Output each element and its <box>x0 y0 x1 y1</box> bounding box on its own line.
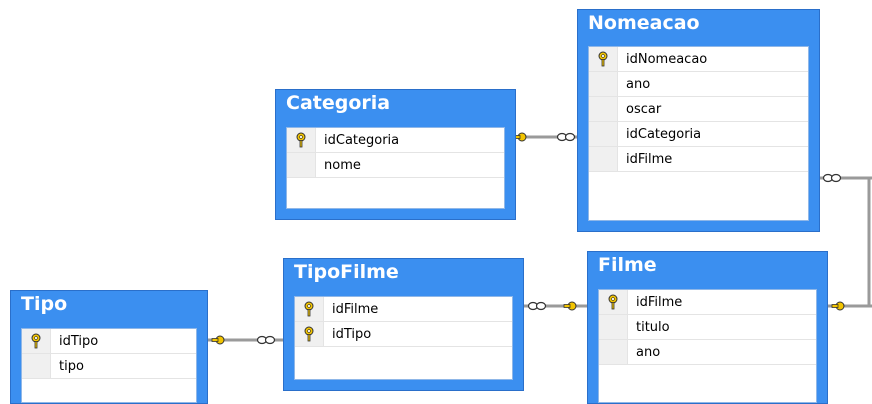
table-title: Tipo <box>21 293 68 315</box>
column-name: titulo <box>636 319 670 335</box>
many-end-infinity-icon <box>556 132 576 142</box>
column-row[interactable]: idFilme <box>295 297 512 322</box>
row-gutter <box>589 147 618 171</box>
column-row[interactable]: idFilme <box>589 147 808 172</box>
relationship-filme-tipofilme[interactable] <box>523 301 587 311</box>
row-gutter <box>589 122 618 146</box>
relationship-tipo-tipofilme[interactable] <box>206 335 283 345</box>
column-list: idTipo tipo <box>21 328 197 403</box>
one-end-key-icon <box>831 301 845 311</box>
primary-key-marker <box>295 297 324 321</box>
row-gutter <box>22 354 51 378</box>
primary-key-marker <box>22 329 51 353</box>
row-gutter <box>589 72 618 96</box>
column-row[interactable]: idCategoria <box>287 128 504 153</box>
primary-key-marker <box>287 128 316 152</box>
many-end-infinity-icon <box>822 173 842 183</box>
table-nomeacao[interactable]: Nomeacao idNomeacao ano oscar <box>577 9 820 232</box>
table-title: Categoria <box>286 92 391 114</box>
column-row[interactable]: nome <box>287 153 504 178</box>
row-gutter <box>589 97 618 121</box>
relationship-categoria-nomeacao[interactable] <box>506 132 580 142</box>
table-tipo[interactable]: Tipo idTipo tipo <box>10 290 208 404</box>
column-name: idNomeacao <box>626 51 708 67</box>
column-row[interactable]: idTipo <box>295 322 512 347</box>
column-name: idFilme <box>332 301 379 317</box>
table-title: TipoFilme <box>294 261 399 283</box>
column-row[interactable]: idTipo <box>22 329 196 354</box>
row-gutter <box>599 315 628 339</box>
many-end-infinity-icon <box>256 335 276 345</box>
column-list: idFilme idTipo <box>294 296 513 380</box>
primary-key-icon <box>304 326 314 342</box>
table-title: Filme <box>598 254 657 276</box>
one-end-key-icon <box>211 335 225 345</box>
column-list: idFilme titulo ano <box>598 289 817 403</box>
table-categoria[interactable]: Categoria idCategoria nome <box>275 89 516 220</box>
column-name: idCategoria <box>626 126 702 142</box>
primary-key-marker <box>589 47 618 71</box>
primary-key-marker <box>599 290 628 314</box>
column-name: ano <box>636 344 661 360</box>
column-row[interactable]: titulo <box>599 315 816 340</box>
column-name: nome <box>324 157 361 173</box>
column-list: idCategoria nome <box>286 127 505 209</box>
table-filme[interactable]: Filme idFilme titulo ano <box>587 251 828 404</box>
column-row[interactable]: idCategoria <box>589 122 808 147</box>
primary-key-icon <box>296 132 306 148</box>
table-tipofilme[interactable]: TipoFilme idFilme <box>283 258 524 391</box>
primary-key-icon <box>608 294 618 310</box>
column-list: idNomeacao ano oscar idCategoria idFilme <box>588 46 809 221</box>
primary-key-icon <box>31 333 41 349</box>
column-row[interactable]: idNomeacao <box>589 47 808 72</box>
column-name: oscar <box>626 101 662 117</box>
column-name: idTipo <box>332 326 372 342</box>
primary-key-icon <box>598 51 608 67</box>
column-row[interactable]: tipo <box>22 354 196 379</box>
column-row[interactable]: ano <box>589 72 808 97</box>
row-gutter <box>599 340 628 364</box>
one-end-key-icon <box>563 301 577 311</box>
column-row[interactable]: ano <box>599 340 816 365</box>
column-name: idFilme <box>626 151 673 167</box>
primary-key-marker <box>295 322 324 346</box>
column-row[interactable]: idFilme <box>599 290 816 315</box>
table-title: Nomeacao <box>588 12 700 34</box>
row-gutter <box>287 153 316 177</box>
relationship-filme-nomeacao[interactable] <box>820 173 872 311</box>
column-name: tipo <box>59 358 84 374</box>
column-row[interactable]: oscar <box>589 97 808 122</box>
primary-key-icon <box>304 301 314 317</box>
many-end-infinity-icon <box>527 301 547 311</box>
column-name: idTipo <box>59 333 99 349</box>
column-name: ano <box>626 76 651 92</box>
column-name: idCategoria <box>324 132 400 148</box>
column-name: idFilme <box>636 294 683 310</box>
